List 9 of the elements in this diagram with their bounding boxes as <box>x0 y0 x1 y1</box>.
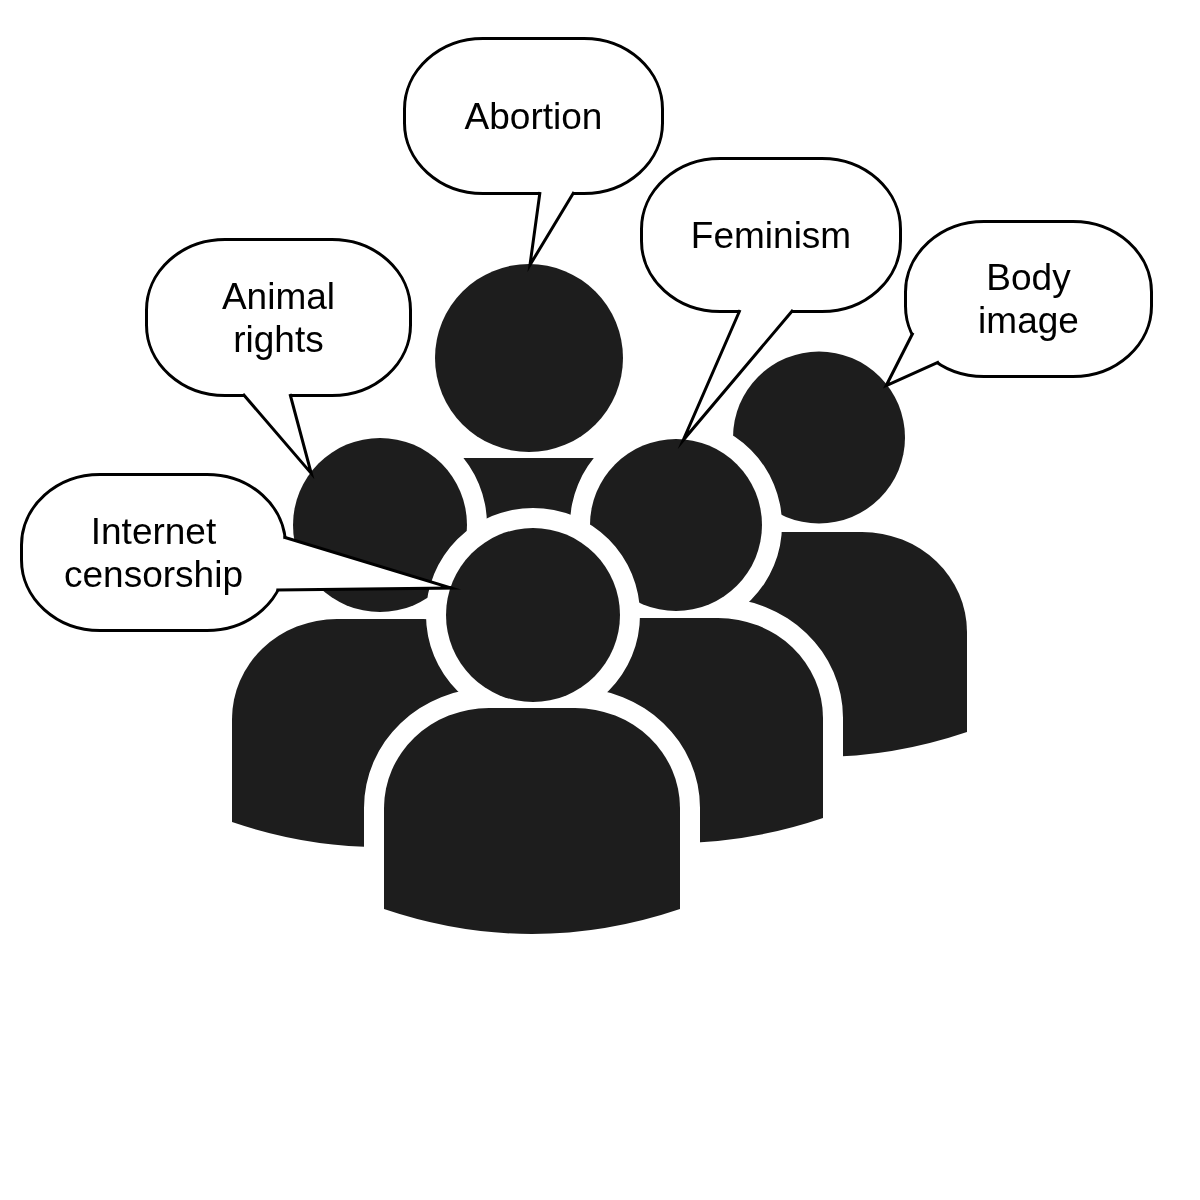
speech-bubble-tail <box>883 332 941 389</box>
bubble-text: Animal rights <box>220 274 337 361</box>
speech-bubble-tail <box>677 308 795 450</box>
bubble-text: Abortion <box>464 94 603 138</box>
bubble-text: Internet censorship <box>63 509 244 596</box>
speech-bubble-tail <box>241 392 315 480</box>
bubble-text: Feminism <box>690 213 852 257</box>
bubble-text: Body image <box>977 256 1080 342</box>
speech-bubble <box>904 220 1153 378</box>
